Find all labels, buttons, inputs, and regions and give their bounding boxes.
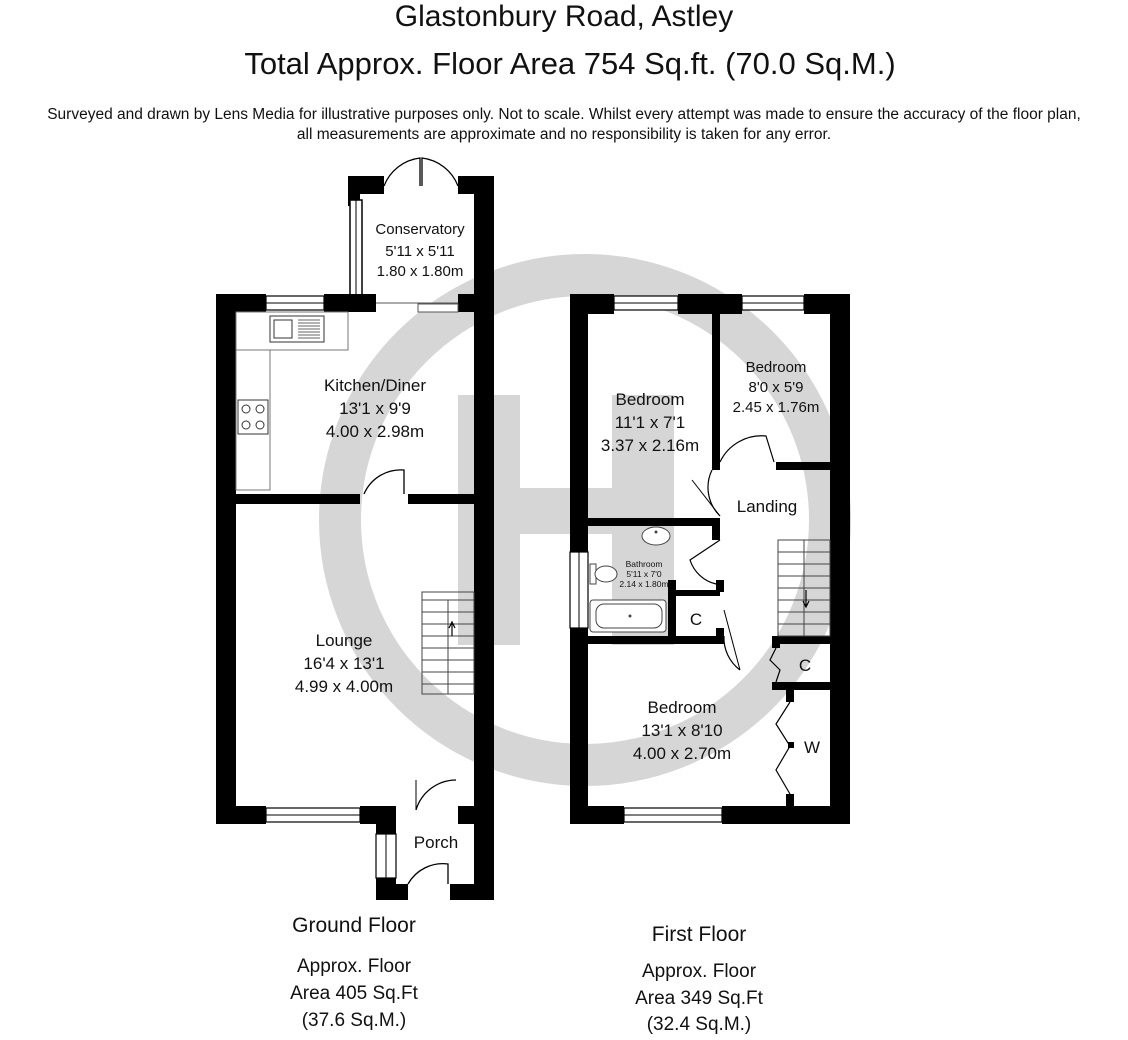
total-area-subtitle: Total Approx. Floor Area 754 Sq.ft. (70.… xyxy=(244,46,896,81)
bedroom1-imperial: 11'1 x 7'1 xyxy=(615,413,685,432)
conservatory-imperial: 5'11 x 5'11 xyxy=(385,243,454,260)
kitchen-metric: 4.00 x 2.98m xyxy=(326,422,424,441)
bedroom1-label: Bedroom xyxy=(616,390,685,409)
first-floor-area-line1: Approx. Floor xyxy=(642,961,757,982)
cupboard1-label: C xyxy=(690,610,702,629)
lounge-imperial: 16'4 x 13'1 xyxy=(303,654,384,673)
ground-floor-area-line2: Area 405 Sq.Ft xyxy=(290,983,419,1004)
ground-floor-area-line3: (37.6 Sq.M.) xyxy=(302,1010,407,1031)
first-floor-area-line2: Area 349 Sq.Ft xyxy=(635,988,764,1009)
landing-label: Landing xyxy=(737,497,798,516)
cupboard2-label: C xyxy=(799,656,811,675)
first-floor-plan: Bedroom 11'1 x 7'1 3.37 x 2.16m Bedroom … xyxy=(569,294,850,824)
first-floor-title: First Floor xyxy=(652,923,747,946)
page-title: Glastonbury Road, Astley xyxy=(394,0,734,33)
bedroom3-imperial: 13'1 x 8'10 xyxy=(641,721,722,740)
kitchen-imperial: 13'1 x 9'9 xyxy=(339,399,411,418)
lounge-label: Lounge xyxy=(316,631,373,650)
kitchen-label: Kitchen/Diner xyxy=(324,376,426,395)
wardrobe-label: W xyxy=(804,738,820,757)
conservatory-label: Conservatory xyxy=(375,221,465,238)
bedroom2-label: Bedroom xyxy=(746,359,807,376)
bathroom-metric: 2.14 x 1.80m xyxy=(619,579,668,589)
disclaimer-line-2: all measurements are approximate and no … xyxy=(296,126,832,143)
first-floor-area-line3: (32.4 Sq.M.) xyxy=(647,1014,752,1035)
ground-floor-title: Ground Floor xyxy=(292,914,416,937)
bathroom-imperial: 5'11 x 7'0 xyxy=(626,569,661,579)
bedroom2-metric: 2.45 x 1.76m xyxy=(733,399,820,416)
bedroom3-label: Bedroom xyxy=(648,698,717,717)
ground-floor-area-line1: Approx. Floor xyxy=(297,956,412,977)
bedroom1-metric: 3.37 x 2.16m xyxy=(601,436,699,455)
conservatory-metric: 1.80 x 1.80m xyxy=(377,263,464,280)
disclaimer-line-1: Surveyed and drawn by Lens Media for ill… xyxy=(47,106,1081,123)
bedroom3-metric: 4.00 x 2.70m xyxy=(633,744,731,763)
bedroom2-imperial: 8'0 x 5'9 xyxy=(749,379,804,396)
ground-floor-plan: Conservatory 5'11 x 5'11 1.80 x 1.80m Ki… xyxy=(216,157,494,900)
porch-label: Porch xyxy=(414,833,458,852)
bathroom-label: Bathroom xyxy=(626,559,663,569)
lounge-metric: 4.99 x 4.00m xyxy=(295,677,393,696)
